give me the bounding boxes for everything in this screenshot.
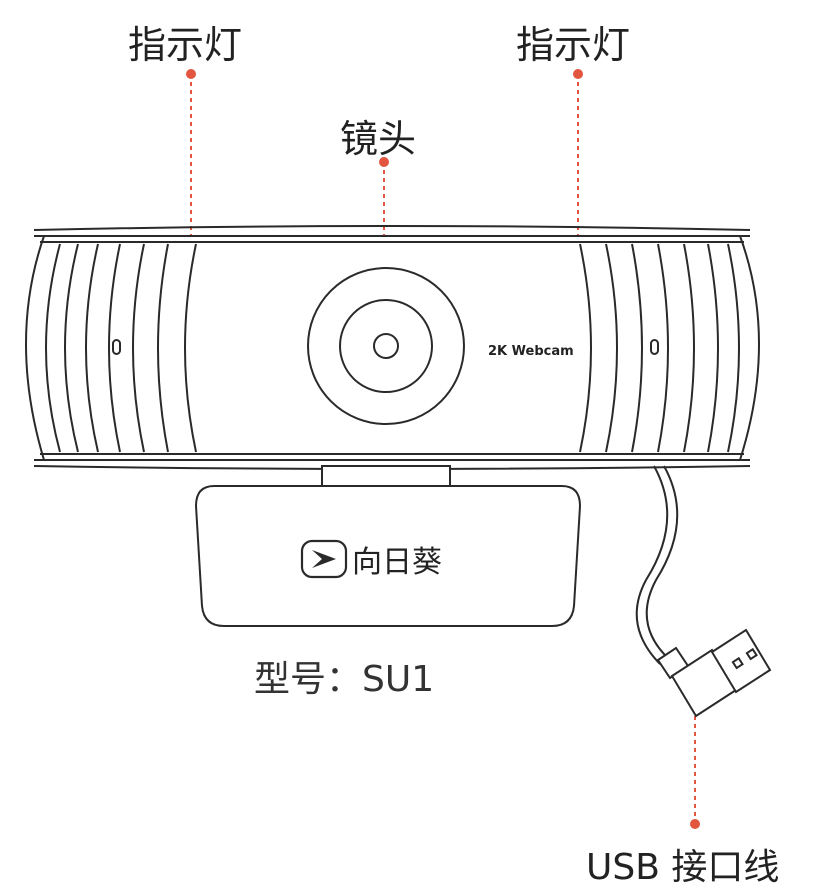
callout-dot-lens: [379, 157, 389, 167]
right-grille: [579, 243, 740, 453]
lens: [307, 267, 465, 425]
indicator-left-label: 指示灯: [128, 23, 243, 67]
mount-clip: [194, 465, 582, 627]
usb-cable-label: USB 接口线: [586, 847, 780, 888]
webcam-model-text: 2K Webcam: [488, 344, 574, 359]
lens-label: 镜头: [340, 117, 417, 161]
callout-dot-usb: [690, 819, 700, 829]
indicator-right-label: 指示灯: [516, 23, 631, 67]
left-grille: [45, 243, 197, 453]
usb-cable: [635, 465, 772, 718]
sunlogin-logo-icon: [300, 539, 348, 579]
brand-name: 向日葵: [352, 545, 442, 580]
callout-dot-indicator-right: [573, 69, 583, 79]
hinge: [321, 465, 451, 487]
model-label: 型号：SU1: [254, 659, 435, 700]
indicator-light-left: [112, 339, 121, 355]
callout-dot-indicator-left: [186, 69, 196, 79]
indicator-light-right: [650, 339, 659, 355]
camera-body: [25, 225, 760, 470]
